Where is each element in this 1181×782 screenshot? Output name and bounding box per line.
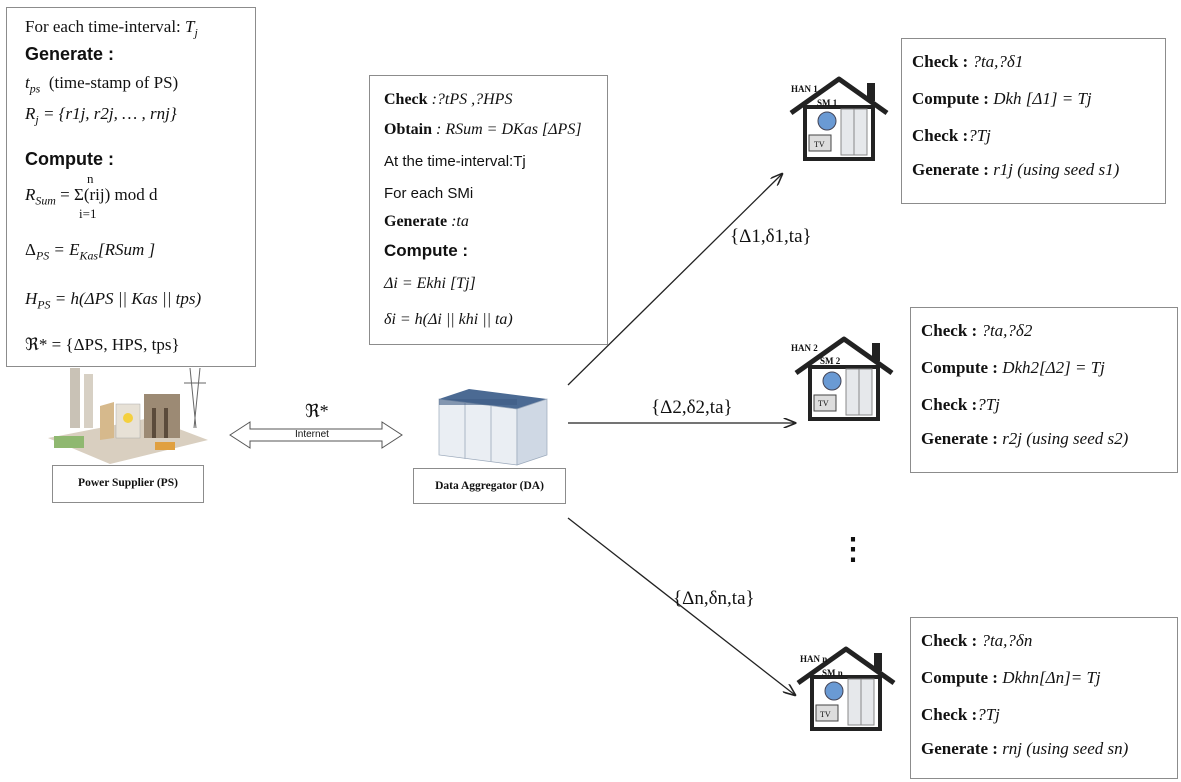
hann-check1: Check : ?ta,?δn <box>921 631 1033 650</box>
ellipsis-more-homes: ⋮ <box>838 533 868 566</box>
han2-generate: Generate : r2j (using seed s2) <box>921 429 1129 448</box>
house-2 <box>792 333 897 423</box>
han1-computation-box: Check : ?ta,?δ1 Compute : Dkh [Δ1] = Tj … <box>901 38 1166 204</box>
hann-computation-box: Check : ?ta,?δn Compute : Dkhn[Δn]= Tj C… <box>910 617 1178 779</box>
power-plant-illustration <box>40 367 210 468</box>
ps-rsum-formula: RSum = Σ(rij) mod d <box>25 185 158 208</box>
ps-computation-box: For each time-interval: Tj Generate : tp… <box>6 7 256 367</box>
han2-check1: Check : ?ta,?δ2 <box>921 321 1033 340</box>
ps-hash-formula: HPS = h(ΔPS || Kas || tps) <box>25 289 202 312</box>
han2-label: HAN 2 <box>791 343 818 353</box>
hann-label: HAN n <box>800 654 828 664</box>
hann-check2: Check :?Tj <box>921 705 1000 724</box>
da-compute-heading: Compute : <box>384 241 469 260</box>
data-aggregator-illustration <box>433 385 553 467</box>
da-obtain-line: Obtain : RSum = DKas [ΔPS] <box>384 121 582 138</box>
ps-label-box: Power Supplier (PS) <box>52 465 204 503</box>
han1-check1: Check : ?ta,?δ1 <box>912 52 1024 71</box>
ps-sum-upper: n <box>87 171 94 186</box>
da-delta-formula: Δi = Ekhi [Tj] <box>384 275 476 292</box>
house-1 <box>787 73 892 163</box>
hann-compute: Compute : Dkhn[Δn]= Tj <box>921 668 1101 687</box>
ps-compute-heading: Compute : <box>25 149 114 169</box>
han1-generate: Generate : r1j (using seed s1) <box>912 160 1120 179</box>
house-n <box>794 643 899 733</box>
ps-interval-line: For each time-interval: Tj <box>25 17 198 40</box>
hann-generate: Generate : rnj (using seed sn) <box>921 739 1129 758</box>
ps-timestamp-line: tps (time-stamp of PS) <box>25 73 179 96</box>
da-hash-formula: δi = h(Δi || khi || ta) <box>384 311 513 328</box>
ps-generate-heading: Generate : <box>25 44 115 64</box>
han2-compute: Compute : Dkh2[Δ2] = Tj <box>921 358 1105 377</box>
arrow-to-han1 <box>567 174 782 386</box>
da-check-line: Check :?tPS ,?HPS <box>384 91 513 108</box>
da-foreach-line: For each SMi <box>384 185 474 202</box>
arrow-to-hann <box>567 517 795 695</box>
message-label-n: {Δn,δn,ta} <box>673 588 755 609</box>
tvn-label: TV <box>820 710 831 719</box>
internet-double-arrow <box>229 421 403 449</box>
da-generate-line: Generate :ta <box>384 213 469 230</box>
han2-check2: Check :?Tj <box>921 395 1000 414</box>
han1-label: HAN 1 <box>791 84 818 94</box>
internet-label: Internet <box>295 429 329 440</box>
ps-random-set: Rj = {r1j, r2j, … , rnj} <box>25 104 177 127</box>
han1-compute: Compute : Dkh [Δ1] = Tj <box>912 89 1092 108</box>
rstar-arrow-label: ℜ* <box>305 401 329 421</box>
da-label-box: Data Aggregator (DA) <box>413 468 566 504</box>
han2-computation-box: Check : ?ta,?δ2 Compute : Dkh2[Δ2] = Tj … <box>910 307 1178 473</box>
han1-check2: Check :?Tj <box>912 126 991 145</box>
ps-label: Power Supplier (PS) <box>78 477 178 489</box>
smn-label: SM n <box>822 668 843 678</box>
da-interval-line: At the time-interval:Tj <box>384 153 526 170</box>
da-computation-box: Check :?tPS ,?HPS Obtain : RSum = DKas [… <box>369 75 608 345</box>
sm1-label: SM 1 <box>817 98 838 108</box>
tv2-label: TV <box>818 399 829 408</box>
ps-message-formula: ℜ* = {ΔPS, HPS, tps} <box>25 335 180 354</box>
da-label: Data Aggregator (DA) <box>435 480 544 492</box>
ps-sum-lower: i=1 <box>79 206 97 221</box>
tv1-label: TV <box>814 140 825 149</box>
ps-delta-formula: ΔPS = EKas[RSum ] <box>25 240 156 263</box>
sm2-label: SM 2 <box>820 356 841 366</box>
message-label-1: {Δ1,δ1,ta} <box>730 226 812 247</box>
message-label-2: {Δ2,δ2,ta} <box>651 397 733 418</box>
